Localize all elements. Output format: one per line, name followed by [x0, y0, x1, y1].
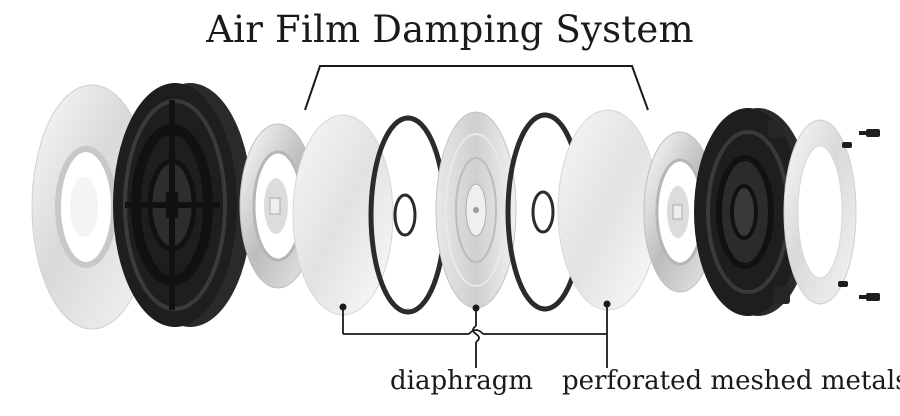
screw-bottom-right: [859, 293, 880, 301]
spacer-ring-right: [643, 131, 717, 293]
screws: [838, 129, 880, 301]
outer-grille-frame: [113, 83, 252, 327]
perforated-mesh-left: [292, 114, 394, 316]
perforated-mesh-right: [557, 109, 659, 311]
diagram-title: Air Film Damping System: [206, 8, 694, 51]
label-diaphragm: diaphragm: [390, 366, 534, 396]
back-ring: [783, 119, 857, 305]
screw-top-right: [859, 129, 880, 137]
leader-lines: [342, 304, 608, 368]
screw-top-left: [842, 142, 852, 148]
label-perforated-meshed-metals: perforated meshed metals: [562, 366, 900, 396]
title-bracket: [304, 65, 649, 111]
screw-bottom-left: [838, 281, 848, 287]
rear-housing: [694, 108, 812, 316]
diaphragm: [435, 111, 517, 312]
